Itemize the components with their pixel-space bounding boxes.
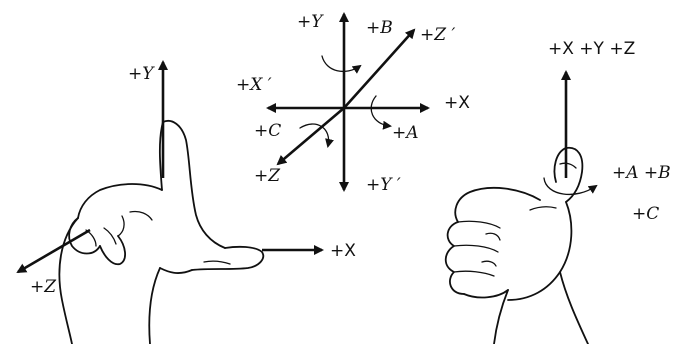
center-z-pos-arrow bbox=[278, 108, 344, 164]
left-y-label: +Y bbox=[128, 64, 155, 84]
left-z-label: +Z bbox=[30, 277, 57, 297]
center-x-neg-label: +X ′ bbox=[236, 75, 272, 95]
center-z-neg-label: +Z ′ bbox=[420, 25, 455, 45]
left-hand-illustration bbox=[59, 121, 263, 344]
rotation-b-arc bbox=[322, 56, 360, 71]
right-rot-c-label: +C bbox=[632, 204, 659, 224]
center-y-pos-label: +Y bbox=[297, 12, 324, 32]
center-x-pos-label: +X bbox=[444, 93, 470, 113]
right-hand-axes: +X +Y +Z +A +B +C bbox=[544, 39, 671, 224]
right-axes-label: +X +Y +Z bbox=[548, 39, 635, 59]
right-rotation-arc bbox=[544, 178, 596, 194]
center-rot-c-label: +C bbox=[254, 121, 281, 141]
rotation-a-arc bbox=[371, 96, 390, 126]
center-z-pos-label: +Z bbox=[254, 166, 281, 186]
left-hand-axes: +Y +X +Z bbox=[18, 62, 356, 297]
center-rot-b-label: +B bbox=[366, 18, 393, 38]
right-rot-ab-label: +A +B bbox=[612, 163, 671, 183]
center-rot-a-label: +A bbox=[392, 123, 419, 143]
center-y-neg-label: +Y ′ bbox=[366, 175, 401, 195]
center-axes: +Y +Y ′ +X +X ′ +Z +Z ′ +A +B +C bbox=[236, 12, 470, 195]
left-x-label: +X bbox=[330, 241, 356, 261]
